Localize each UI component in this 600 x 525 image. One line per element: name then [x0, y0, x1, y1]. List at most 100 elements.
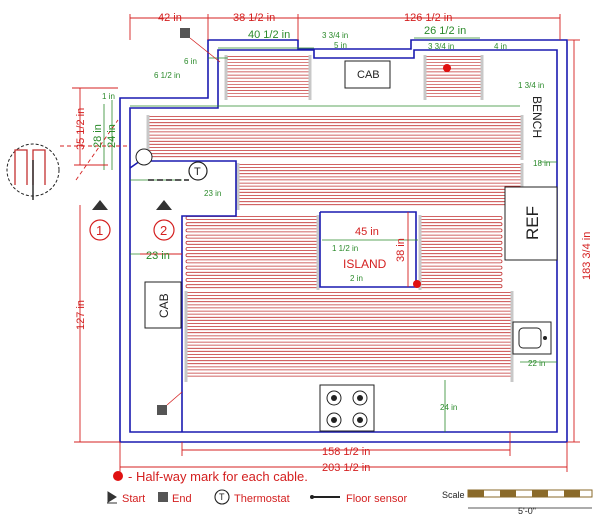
cable-run — [424, 87, 483, 91]
fixtures: CAB CAB REF BENCH ISLAND — [144, 60, 558, 432]
cable-run — [424, 74, 483, 79]
end-square-icon — [180, 28, 190, 38]
burner-center-icon — [331, 417, 337, 423]
cable-run — [419, 284, 503, 289]
dim-right-183-75: 183 3/4 in — [581, 232, 593, 280]
cable-run — [185, 253, 319, 258]
dim-bottom-203-5: 203 1/2 in — [322, 462, 370, 474]
outer-wall — [119, 39, 568, 443]
dim-right-18: 18 in — [533, 159, 550, 168]
dim-top-26-5: 26 1/2 in — [424, 25, 466, 37]
cab-left-box — [144, 281, 182, 329]
cable-run — [185, 216, 319, 220]
cable-run — [225, 62, 311, 67]
cable-run — [424, 68, 483, 73]
cable-run — [225, 56, 311, 60]
cable-run — [225, 80, 311, 85]
dim-island-1-5: 1 1/2 in — [332, 244, 358, 253]
cable-run — [424, 93, 483, 98]
cable-run — [237, 170, 523, 175]
cable-run — [185, 323, 513, 327]
cable-run — [185, 366, 513, 371]
dim-mid-23b: 23 in — [146, 250, 170, 262]
scale-segment — [500, 490, 516, 497]
legend-end: End — [172, 493, 192, 505]
cable-run — [185, 310, 513, 315]
end-leader — [166, 391, 183, 406]
bench-label: BENCH — [530, 96, 544, 138]
dim-bottom-24: 24 in — [440, 403, 457, 412]
dim-left-28: 28 in — [92, 124, 104, 148]
dim-top-40-5: 40 1/2 in — [248, 29, 290, 41]
cable-run — [147, 147, 523, 151]
symbols: T 1 2 — [6, 28, 451, 415]
cable-run — [147, 140, 523, 145]
cable-run — [185, 341, 513, 346]
dim-island-45: 45 in — [355, 226, 379, 238]
ref-box — [504, 186, 558, 261]
burner-icon — [326, 412, 342, 428]
cable-run — [424, 62, 483, 67]
cable-run — [185, 335, 513, 340]
stove-burners — [326, 390, 368, 428]
cable-run — [237, 164, 523, 168]
island-label: ISLAND — [343, 257, 387, 271]
dim-right-22: 22 in — [528, 359, 545, 368]
marker-2-circle — [153, 219, 175, 241]
dim-top-4: 4 in — [494, 42, 507, 51]
start-marker-icon — [156, 200, 172, 210]
legend-end-icon — [158, 492, 168, 502]
marker-1-label: 1 — [96, 223, 103, 238]
halfway-mark-icon — [443, 64, 451, 72]
cable-run — [185, 284, 319, 289]
dim-island-2: 2 in — [350, 274, 363, 283]
legend-floor-sensor: Floor sensor — [346, 493, 407, 505]
cable-run — [147, 128, 523, 133]
cable-run — [237, 188, 523, 193]
dimension-labels: 42 in 38 1/2 in 1 26 1/2 in 40 1/2 in 3 3… — [75, 12, 593, 474]
scale-segment — [532, 490, 548, 497]
cable-run — [237, 195, 523, 199]
cable-run — [419, 234, 503, 239]
legend-halfway: - Half-way mark for each cable. — [128, 469, 308, 484]
marker-1-circle — [89, 219, 111, 241]
burner-center-icon — [331, 395, 337, 401]
cable-run — [419, 228, 503, 233]
dim-bottom-158-5: 158 1/2 in — [322, 446, 370, 458]
end-leader — [189, 37, 221, 63]
end-square-icon — [157, 405, 167, 415]
legend-start-icon — [107, 491, 117, 504]
cable-run — [185, 234, 319, 239]
dim-left-127: 127 in — [75, 300, 87, 330]
cable-run — [185, 247, 319, 251]
cable-run — [185, 298, 513, 303]
dim-top-42: 42 in — [158, 12, 182, 24]
marker-2-label: 2 — [160, 223, 167, 238]
cable-run — [237, 201, 523, 206]
cable-run — [419, 247, 503, 251]
cable-run — [185, 265, 319, 270]
start-marker-icon — [92, 200, 108, 210]
cable-run — [419, 216, 503, 220]
legend-thermostat-icon — [214, 489, 230, 505]
cable-run — [185, 347, 513, 352]
legend-thermostat-symbol: T — [219, 492, 225, 502]
cable-run — [419, 265, 503, 270]
cable-run — [419, 278, 503, 282]
cable-run — [185, 228, 319, 233]
cable-run — [147, 153, 523, 158]
cable-run — [147, 134, 523, 139]
dim-top-3-75: 3 3/4 in — [322, 31, 348, 40]
burner-center-icon — [357, 395, 363, 401]
sink-basin — [518, 327, 542, 349]
legend: - Half-way mark for each cable. Start En… — [107, 469, 593, 516]
burner-icon — [326, 390, 342, 406]
cable-run — [419, 253, 503, 258]
dim-mid-23a: 23 in — [204, 189, 221, 198]
dim-top-38-5: 38 1/2 in — [233, 12, 275, 24]
cable-run — [185, 259, 319, 264]
cable-run — [237, 176, 523, 181]
cable-run — [185, 360, 513, 365]
scale-segment — [564, 490, 580, 497]
